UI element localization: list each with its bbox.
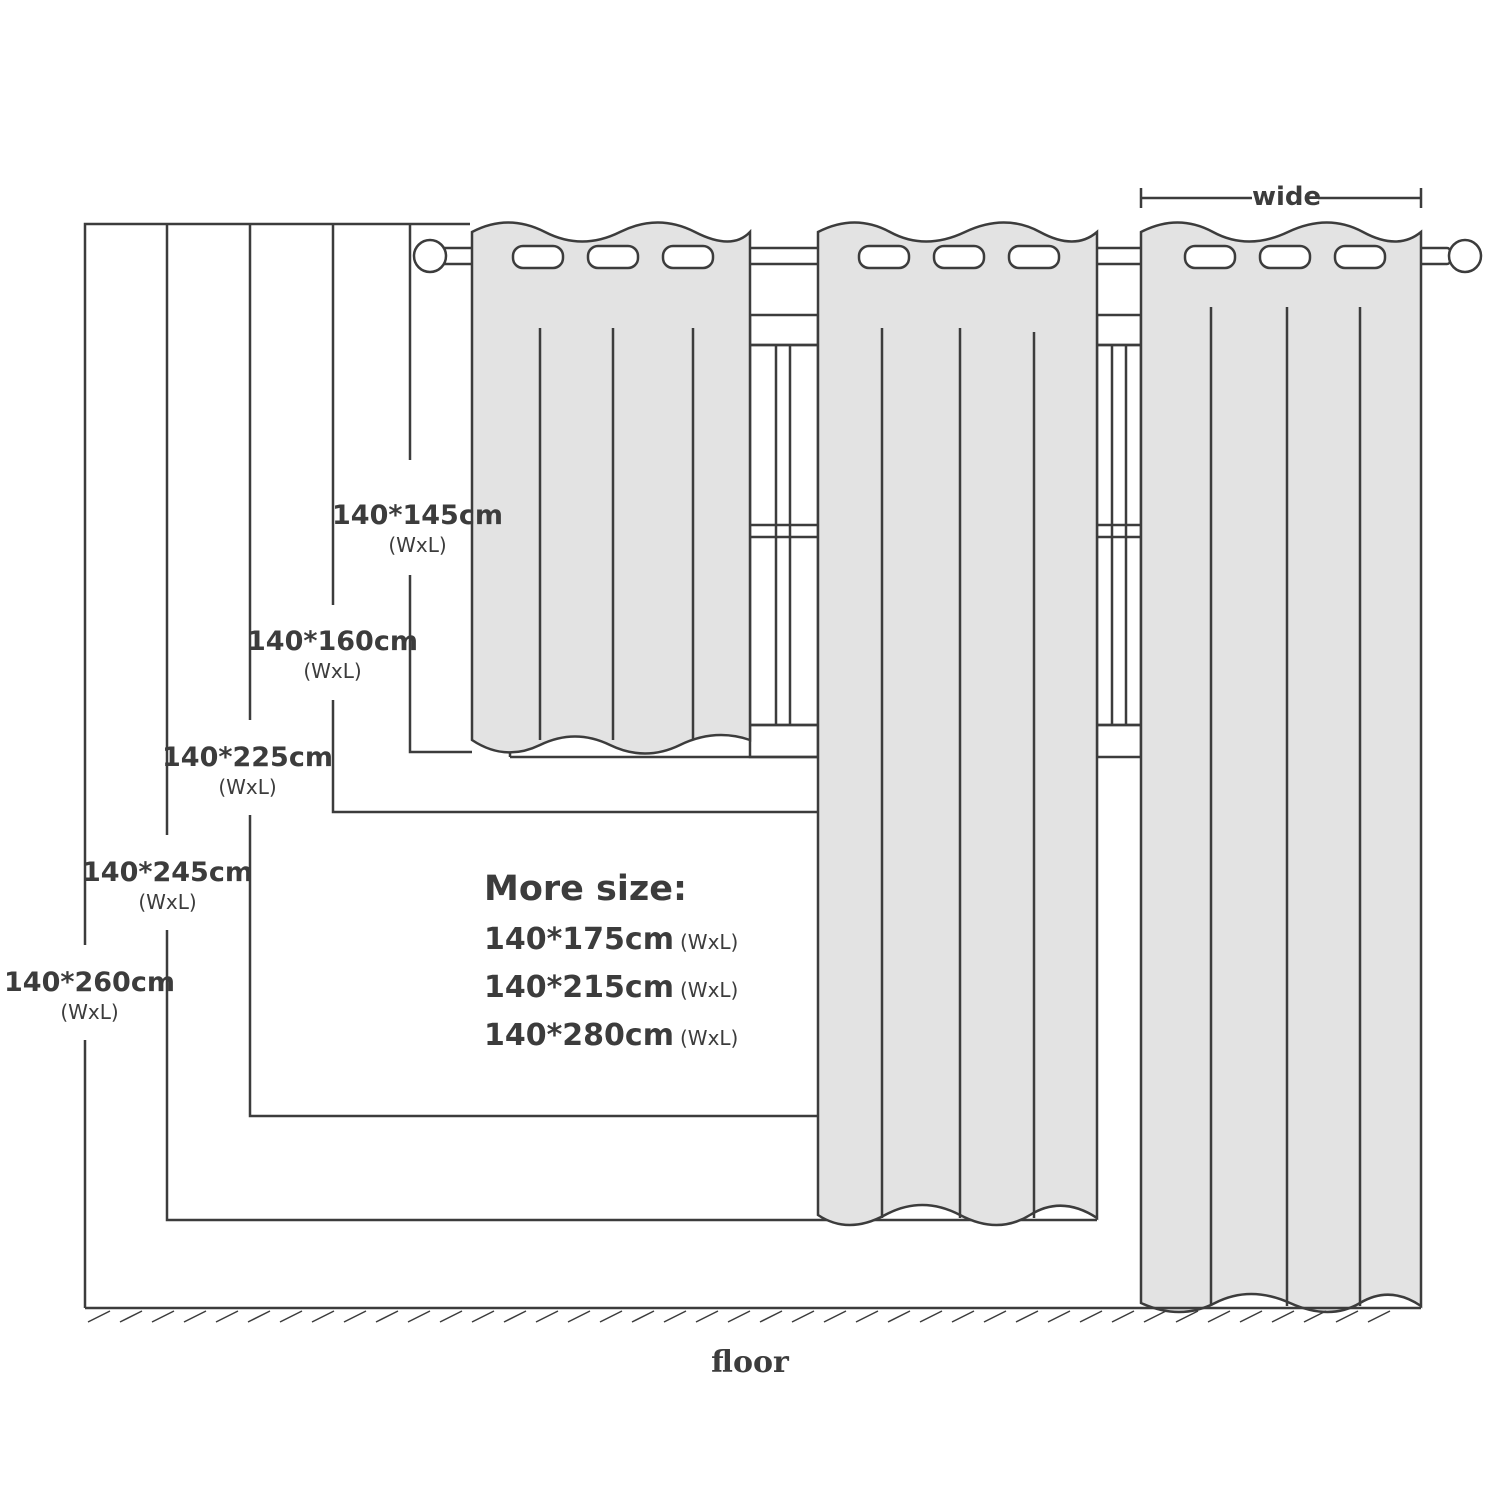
more-size-item: 140*280cm(WxL) bbox=[484, 1018, 739, 1053]
floor-hatch-mark bbox=[1015, 1310, 1039, 1323]
bracket-225 bbox=[248, 224, 818, 1118]
wide-label: wide bbox=[1252, 182, 1322, 212]
floor-hatch-mark bbox=[1207, 1310, 1231, 1323]
floor-hatch-mark bbox=[759, 1310, 783, 1323]
floor-hatch-mark bbox=[919, 1310, 943, 1323]
floor-hatch-mark bbox=[535, 1310, 559, 1323]
more-size-item: 140*215cm(WxL) bbox=[484, 970, 739, 1005]
floor-hatch-mark bbox=[983, 1310, 1007, 1323]
window-frame bbox=[508, 313, 1143, 759]
size-label-145: 140*145cm (WxL) bbox=[332, 500, 503, 557]
floor-hatch-mark bbox=[855, 1310, 879, 1323]
more-size-list: More size: 140*175cm(WxL) 140*215cm(WxL)… bbox=[484, 872, 738, 1069]
floor-line bbox=[85, 1306, 1421, 1323]
floor-hatch-mark bbox=[599, 1310, 623, 1323]
floor-hatch-mark bbox=[951, 1310, 975, 1323]
floor-label: floor bbox=[711, 1345, 789, 1380]
floor-hatch-mark bbox=[279, 1310, 303, 1323]
more-size-item: 140*175cm(WxL) bbox=[484, 922, 739, 957]
bracket-245 bbox=[165, 224, 1097, 1222]
floor-hatch-mark bbox=[1047, 1310, 1071, 1323]
grommets bbox=[511, 244, 1387, 270]
floor-hatch-mark bbox=[1143, 1310, 1167, 1323]
floor-hatch-mark bbox=[823, 1310, 847, 1323]
floor-hatch-mark bbox=[887, 1310, 911, 1323]
floor-hatch-mark bbox=[631, 1310, 655, 1323]
floor-hatch-mark bbox=[727, 1310, 751, 1323]
floor-hatch-mark bbox=[1111, 1310, 1135, 1323]
floor-hatch-mark bbox=[247, 1310, 271, 1323]
bracket-145 bbox=[408, 224, 472, 754]
floor-hatch-mark bbox=[471, 1310, 495, 1323]
curtain-panel-medium bbox=[816, 221, 1099, 1227]
size-label-245: 140*245cm (WxL) bbox=[82, 857, 253, 914]
size-label-160: 140*160cm (WxL) bbox=[247, 626, 418, 683]
bracket-260 bbox=[83, 222, 470, 1308]
floor-hatch-mark bbox=[791, 1310, 815, 1323]
floor-hatch-mark bbox=[1303, 1310, 1327, 1323]
floor-hatch-mark bbox=[439, 1310, 463, 1323]
curtain-panel-short bbox=[470, 221, 752, 755]
floor-hatch-mark bbox=[1271, 1310, 1295, 1323]
floor-hatch-mark bbox=[119, 1310, 143, 1323]
floor-hatch-mark bbox=[503, 1310, 527, 1323]
floor-hatch-mark bbox=[567, 1310, 591, 1323]
floor-hatch-mark bbox=[87, 1310, 111, 1323]
floor-hatch-mark bbox=[215, 1310, 239, 1323]
more-size-title: More size: bbox=[484, 869, 687, 909]
curtain-folds bbox=[538, 307, 1362, 1306]
floor-hatch-mark bbox=[1175, 1310, 1199, 1323]
size-label-260: 140*260cm (WxL) bbox=[4, 967, 175, 1024]
size-label-225: 140*225cm (WxL) bbox=[162, 742, 333, 799]
floor-hatch-mark bbox=[183, 1310, 207, 1323]
floor-hatch-mark bbox=[1079, 1310, 1103, 1323]
floor-hatch-mark bbox=[311, 1310, 335, 1323]
floor-hatch-mark bbox=[663, 1310, 687, 1323]
floor-hatch-mark bbox=[407, 1310, 431, 1323]
floor-hatch-mark bbox=[1367, 1310, 1391, 1323]
floor-hatch-mark bbox=[151, 1310, 175, 1323]
floor-hatch-mark bbox=[695, 1310, 719, 1323]
bracket-160 bbox=[331, 224, 818, 814]
floor-hatch-mark bbox=[1239, 1310, 1263, 1323]
floor-hatch-mark bbox=[343, 1310, 367, 1323]
floor-hatch-mark bbox=[375, 1310, 399, 1323]
curtain-panel-long bbox=[1139, 221, 1423, 1314]
floor-hatch-mark bbox=[1335, 1310, 1359, 1323]
